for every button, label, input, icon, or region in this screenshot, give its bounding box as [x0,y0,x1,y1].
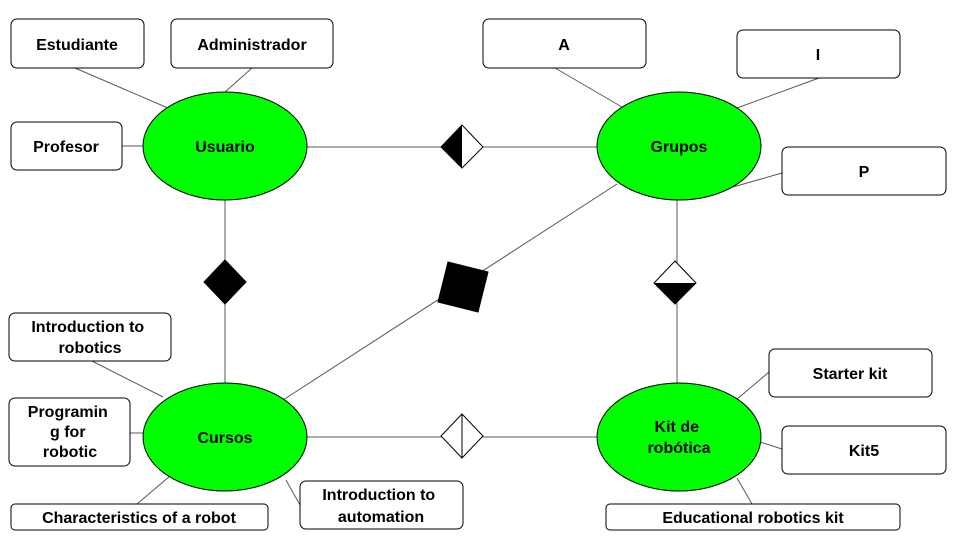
attribute-educational-robotics-kit[interactable]: Educational robotics kit [605,503,901,531]
entity-shape [142,382,308,492]
attribute-profesor[interactable]: Profesor [10,121,123,171]
relationship-usuario-cursos [203,259,247,305]
attribute-label: Introduction to automation [322,487,439,526]
entity-label-line: robótica [647,440,710,457]
entity-label: Cursos [197,430,252,447]
attribute-i[interactable]: I [736,29,901,79]
attribute-estudiante[interactable]: Estudiante [10,18,145,69]
diamond-solid [203,259,247,305]
attribute-label: Estudiante [36,37,118,54]
entity-shape [596,91,762,201]
entity-usuario[interactable]: Usuario [142,91,308,201]
diamond-outline [653,260,697,305]
attribute-box [10,121,123,171]
relationship-usuario-grupos [440,124,484,169]
attribute-label: Introduction to robotics [31,319,148,357]
attribute-box [482,18,647,69]
attribute-label: Educational robotics kit [662,510,844,527]
line-p-grupos [732,172,783,188]
entity-shape [596,382,762,492]
attribute-label: I [816,47,820,64]
entity-label: Grupos [651,139,708,156]
attribute-a[interactable]: A [482,18,647,69]
attribute-label-line: g for [50,424,86,441]
attribute-p[interactable]: P [781,146,947,196]
diamond-top-half [654,261,696,283]
attribute-box [170,18,334,69]
attribute-programing-for-robotic[interactable]: Programin g for robotic [8,397,131,467]
attribute-label-line: Introduction to [322,487,435,504]
attribute-box [768,348,933,398]
attribute-label: Administrador [197,37,306,54]
line-educational-kit [736,477,753,505]
entity-label: Kit de robótica [647,419,710,457]
attribute-box [8,397,131,467]
line-administrador-usuario [224,67,253,93]
attribute-box [8,312,172,362]
line-characteristics-cursos [136,475,171,505]
attribute-label-line: robotics [58,340,121,357]
attribute-box [10,503,269,531]
relationship-cursos-grupos [437,261,489,313]
attribute-box [299,480,464,530]
entity-cursos[interactable]: Cursos [142,382,308,492]
attribute-characteristics-of-a-robot[interactable]: Characteristics of a robot [10,503,269,531]
diamond-right-half [462,125,483,168]
attribute-label: Programin g for robotic [28,404,112,461]
attribute-label: P [859,164,870,181]
entity-shape [142,91,308,201]
attribute-label: A [558,37,570,54]
entity-label-line: Kit de [655,419,700,436]
line-i-grupos [736,77,820,109]
attribute-label: Kit5 [849,443,879,460]
attribute-introduction-to-automation[interactable]: Introduction to automation [299,480,464,530]
attribute-label-line: automation [338,509,424,526]
attribute-box [10,18,145,69]
diamond-outline [440,124,484,169]
attribute-label-line: Programin [28,404,108,421]
attribute-administrador[interactable]: Administrador [170,18,334,69]
diamond-solid [437,261,489,313]
attribute-label-line: Introduction to [31,319,144,336]
entity-label: Usuario [195,139,255,156]
line-automation-cursos [285,479,301,506]
attribute-starter-kit[interactable]: Starter kit [768,348,933,398]
attribute-box [736,29,901,79]
attribute-box [605,503,901,531]
attribute-label: Characteristics of a robot [42,510,237,527]
attribute-introduction-to-robotics[interactable]: Introduction to robotics [8,312,172,362]
attribute-label-line: robotic [43,444,97,461]
diamond-left-half [441,125,462,168]
line-estudiante-usuario [74,67,169,109]
entity-grupos[interactable]: Grupos [596,91,762,201]
attribute-label: Profesor [33,139,99,156]
line-kit5 [759,441,783,450]
relationship-grupos-kit [653,260,697,305]
line-a-grupos [554,67,623,108]
diamond-bottom-half [654,283,696,304]
attribute-kit5[interactable]: Kit5 [781,425,947,475]
attribute-box [781,146,947,196]
attribute-box [781,425,947,475]
entity-kit-de-robotica[interactable]: Kit de robótica [596,382,762,492]
line-intro-robotics-cursos [89,359,164,398]
line-starter-kit [735,371,770,401]
attribute-label: Starter kit [813,366,888,383]
relationship-cursos-kit [440,413,484,459]
